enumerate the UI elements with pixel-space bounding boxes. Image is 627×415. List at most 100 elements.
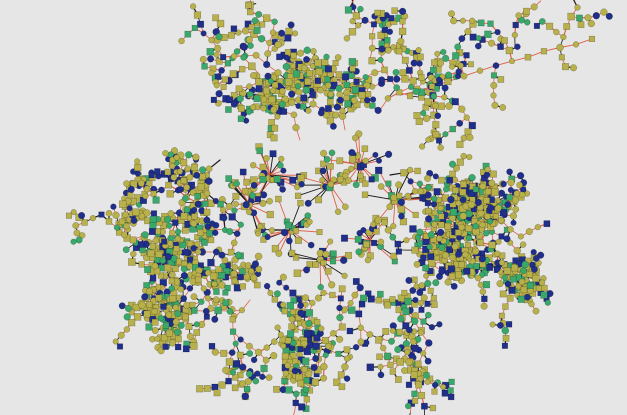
- graph-node-square[interactable]: [390, 252, 398, 260]
- graph-node-square[interactable]: [337, 295, 344, 302]
- graph-node-circle[interactable]: [288, 315, 296, 323]
- graph-node-square[interactable]: [301, 357, 310, 365]
- graph-node-circle[interactable]: [113, 224, 121, 231]
- graph-node-circle[interactable]: [325, 342, 332, 350]
- graph-node-square[interactable]: [312, 342, 320, 350]
- graph-node-circle[interactable]: [454, 43, 462, 51]
- graph-node-square[interactable]: [181, 226, 189, 234]
- graph-node-circle[interactable]: [122, 211, 129, 219]
- graph-node-square[interactable]: [484, 188, 492, 195]
- graph-node-circle[interactable]: [305, 107, 312, 114]
- graph-node-circle[interactable]: [162, 149, 169, 157]
- graph-node-circle[interactable]: [472, 222, 479, 230]
- graph-node-square[interactable]: [510, 275, 517, 283]
- graph-node-circle[interactable]: [280, 167, 287, 174]
- graph-node-square[interactable]: [397, 205, 406, 214]
- graph-node-circle[interactable]: [262, 356, 270, 364]
- graph-node-square[interactable]: [130, 180, 138, 188]
- graph-node-square[interactable]: [395, 47, 403, 55]
- graph-node-square[interactable]: [129, 236, 137, 244]
- graph-node-square[interactable]: [535, 285, 543, 292]
- graph-node-circle[interactable]: [447, 195, 455, 204]
- graph-node-square[interactable]: [446, 246, 453, 253]
- graph-node-square[interactable]: [441, 389, 449, 397]
- graph-node-circle[interactable]: [438, 243, 446, 252]
- graph-node-square[interactable]: [81, 219, 88, 226]
- graph-node-circle[interactable]: [491, 101, 499, 109]
- graph-node-square[interactable]: [149, 215, 157, 223]
- graph-node-circle[interactable]: [430, 200, 438, 208]
- graph-node-circle[interactable]: [364, 256, 372, 264]
- graph-node-circle[interactable]: [117, 331, 125, 339]
- graph-node-square[interactable]: [237, 273, 244, 281]
- graph-node-circle[interactable]: [455, 68, 463, 76]
- graph-node-circle[interactable]: [404, 349, 411, 356]
- graph-node-square[interactable]: [189, 226, 196, 233]
- graph-node-circle[interactable]: [203, 190, 211, 197]
- graph-node-square[interactable]: [469, 33, 477, 41]
- graph-node-square[interactable]: [303, 347, 312, 356]
- graph-node-circle[interactable]: [212, 197, 219, 204]
- graph-node-circle[interactable]: [270, 352, 278, 360]
- graph-node-circle[interactable]: [416, 228, 424, 236]
- graph-node-circle[interactable]: [168, 229, 176, 237]
- graph-node-circle[interactable]: [478, 255, 486, 263]
- graph-node-square[interactable]: [230, 91, 238, 99]
- graph-node-square[interactable]: [199, 173, 206, 181]
- graph-node-square[interactable]: [191, 213, 198, 220]
- graph-node-circle[interactable]: [369, 96, 377, 103]
- graph-node-square[interactable]: [447, 393, 455, 401]
- graph-node-circle[interactable]: [352, 343, 360, 351]
- graph-node-circle[interactable]: [404, 402, 412, 410]
- graph-node-square[interactable]: [329, 258, 337, 265]
- graph-node-circle[interactable]: [320, 289, 327, 297]
- graph-node-square[interactable]: [289, 289, 297, 297]
- graph-node-square[interactable]: [473, 262, 480, 270]
- graph-node-circle[interactable]: [268, 227, 276, 234]
- graph-node-circle[interactable]: [395, 181, 403, 189]
- graph-node-circle[interactable]: [484, 166, 491, 173]
- graph-node-square[interactable]: [452, 187, 459, 194]
- graph-node-circle[interactable]: [302, 386, 310, 394]
- graph-node-circle[interactable]: [276, 279, 283, 286]
- graph-node-square[interactable]: [324, 105, 332, 112]
- graph-node-circle[interactable]: [494, 265, 501, 273]
- graph-node-circle[interactable]: [508, 58, 516, 65]
- graph-node-circle[interactable]: [288, 90, 296, 98]
- graph-node-circle[interactable]: [403, 237, 410, 244]
- graph-node-square[interactable]: [384, 301, 391, 309]
- graph-node-square[interactable]: [160, 303, 167, 310]
- graph-node-circle[interactable]: [393, 84, 401, 91]
- graph-node-circle[interactable]: [424, 378, 431, 385]
- graph-node-circle[interactable]: [374, 106, 382, 115]
- graph-node-circle[interactable]: [246, 350, 254, 357]
- graph-node-square[interactable]: [314, 319, 321, 326]
- graph-node-square[interactable]: [382, 328, 390, 335]
- graph-node-circle[interactable]: [425, 136, 432, 143]
- graph-node-square[interactable]: [502, 334, 510, 342]
- graph-node-square[interactable]: [220, 54, 227, 61]
- graph-node-square[interactable]: [524, 53, 532, 61]
- graph-node-square[interactable]: [401, 75, 409, 83]
- graph-node-circle[interactable]: [231, 277, 238, 285]
- graph-node-square[interactable]: [338, 323, 346, 331]
- graph-node-circle[interactable]: [464, 28, 472, 36]
- graph-node-square[interactable]: [451, 98, 459, 106]
- graph-node-square[interactable]: [203, 208, 211, 216]
- graph-node-circle[interactable]: [211, 348, 219, 356]
- graph-node-circle[interactable]: [390, 222, 397, 230]
- graph-node-circle[interactable]: [249, 71, 258, 80]
- graph-node-square[interactable]: [157, 272, 165, 279]
- graph-node-square[interactable]: [436, 137, 443, 144]
- graph-node-circle[interactable]: [78, 211, 86, 220]
- graph-node-circle[interactable]: [249, 104, 257, 111]
- graph-node-square[interactable]: [402, 307, 410, 316]
- graph-node-square[interactable]: [540, 48, 548, 55]
- graph-node-circle[interactable]: [177, 185, 185, 193]
- graph-node-circle[interactable]: [208, 69, 215, 77]
- graph-node-circle[interactable]: [427, 231, 435, 239]
- graph-node-circle[interactable]: [309, 299, 316, 307]
- graph-node-circle[interactable]: [450, 282, 458, 290]
- graph-node-circle[interactable]: [251, 260, 260, 268]
- graph-node-circle[interactable]: [344, 177, 352, 185]
